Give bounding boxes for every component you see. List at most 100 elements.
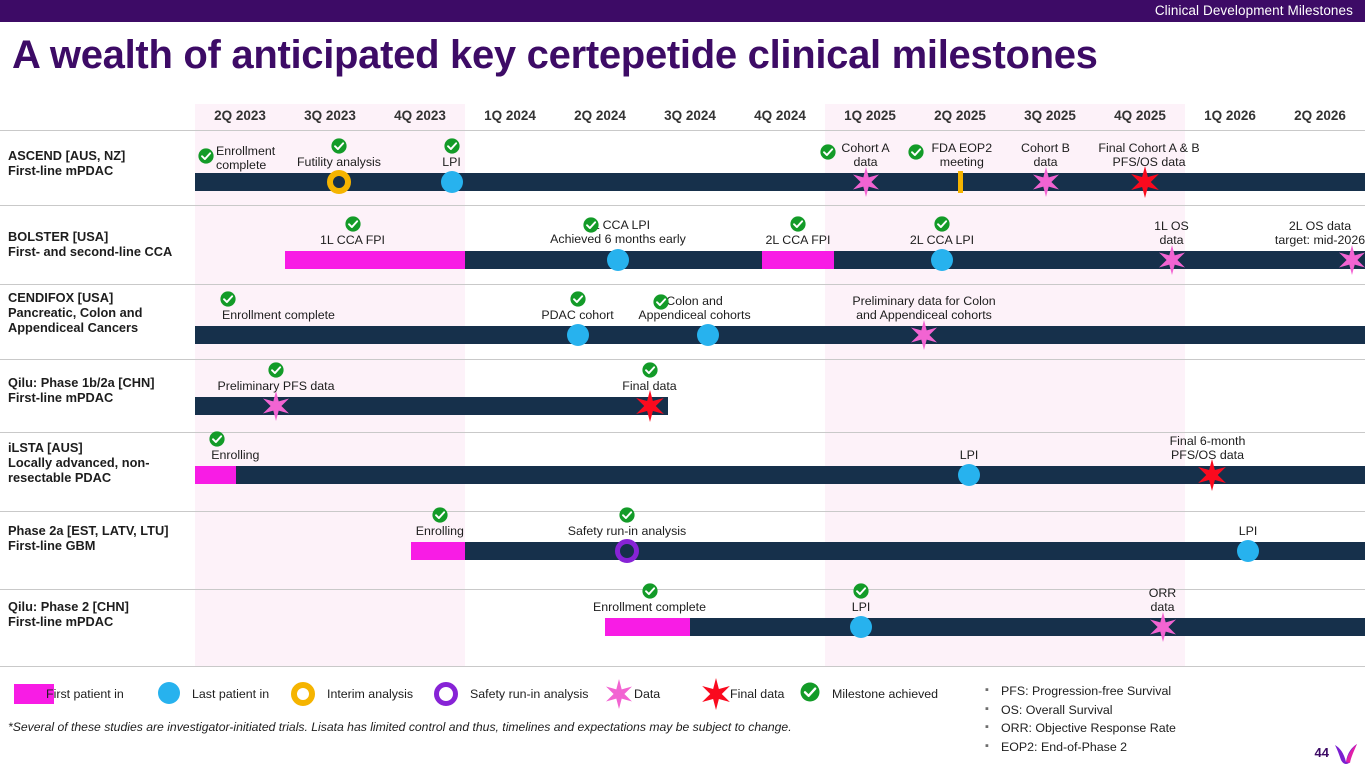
milestone-label: Safety run-in analysis: [510, 524, 744, 538]
last-patient-in-marker-icon: [958, 464, 980, 486]
milestone-label-line: Preliminary data for Colon: [852, 294, 996, 308]
milestone-achieved-icon: [820, 144, 836, 160]
legend-interim-analysis-icon: [291, 682, 315, 706]
study-name-line: Qilu: Phase 1b/2a [CHN]: [8, 375, 155, 390]
quarter-label-3q-2023: 3Q 2023: [304, 108, 356, 123]
milestone-label-line: 1L CCA FPI: [320, 233, 385, 247]
study-name-line: BOLSTER [USA]: [8, 229, 109, 244]
year-shade-band: [195, 104, 465, 666]
abbreviation-item: ORR: Objective Response Rate: [985, 718, 1176, 738]
safety-run-in-marker-icon: [615, 539, 639, 563]
milestone-label: Enrollment complete: [533, 600, 767, 614]
study-name: Qilu: Phase 1b/2a [CHN]First-line mPDAC: [8, 375, 198, 405]
quarter-label-1q-2026: 1Q 2026: [1204, 108, 1256, 123]
milestone-sublabel: Achieved 6 months early: [550, 232, 686, 246]
quarter-label-4q-2024: 4Q 2024: [754, 108, 806, 123]
interim-analysis-marker-icon: [327, 170, 351, 194]
milestone-label-line: Futility analysis: [296, 155, 381, 169]
page-title: A wealth of anticipated key certepetide …: [12, 33, 1098, 77]
study-name-line: Qilu: Phase 2 [CHN]: [8, 599, 129, 614]
milestone-label-line: Enrollment: [216, 144, 276, 158]
row-divider: [0, 589, 1365, 590]
milestone-label: LPI: [398, 155, 506, 169]
quarter-label-4q-2023: 4Q 2023: [394, 108, 446, 123]
legend-milestone-achieved-icon: [800, 682, 820, 707]
milestone-label-line: Enrollment complete: [593, 600, 706, 614]
last-patient-in-marker-icon: [440, 171, 463, 193]
milestone-label: 1L CCA FPI: [272, 233, 434, 247]
study-name-line: Appendiceal Cancers: [8, 320, 139, 335]
milestone-label-line: data: [1150, 600, 1175, 614]
milestone-label-line: Cohort A: [841, 141, 890, 155]
quarter-label-3q-2024: 3Q 2024: [664, 108, 716, 123]
data-star-marker-icon: [909, 320, 939, 355]
milestone-achieved-icon: [583, 217, 599, 233]
study-name-line: First-line GBM: [8, 538, 96, 553]
milestone-achieved-icon: [209, 431, 225, 447]
study-name-line: CENDIFOX [USA]: [8, 290, 114, 305]
study-row: ASCEND [AUS, NZ]First-line mPDAC Enrollme…: [0, 130, 1365, 205]
milestone-label-line: data: [1159, 233, 1184, 247]
milestone-achieved-icon: [198, 148, 214, 164]
quarter-label-1q-2025: 1Q 2025: [844, 108, 896, 123]
data-star-marker-icon: [1157, 245, 1187, 280]
last-patient-in-marker-icon: [697, 324, 719, 346]
milestone-label: 2L CCA LPI: [861, 233, 1023, 247]
milestone-label: Enrolling: [211, 448, 319, 462]
legend-label: Final data: [730, 687, 785, 701]
row-divider: [0, 666, 1365, 667]
milestone-label: LPI: [816, 600, 906, 614]
legend-label: Interim analysis: [327, 687, 414, 701]
milestone-label-line: Colon and: [666, 294, 723, 308]
abbreviation-item: EOP2: End-of-Phase 2: [985, 737, 1176, 757]
timeline-bar-ongoing: [195, 173, 1365, 191]
milestone-achieved-icon: [619, 507, 635, 523]
milestone-label-line: target: mid-2026: [1274, 233, 1365, 247]
study-name-line: Phase 2a [EST, LATV, LTU]: [8, 523, 169, 538]
study-name: Phase 2a [EST, LATV, LTU]First-line GBM: [8, 523, 198, 553]
study-name-line: First-line mPDAC: [8, 614, 114, 629]
milestone-label: Preliminary PFS data: [177, 379, 375, 393]
study-row: Qilu: Phase 2 [CHN]First-line mPDAC Enrol…: [0, 583, 1365, 666]
timeline-bar-ongoing: [834, 251, 1365, 269]
milestone-label-line: 1L CCA LPI: [585, 218, 651, 232]
final-data-star-marker-icon: [634, 390, 666, 427]
milestone-achieved-icon: [432, 507, 448, 523]
milestone-achieved-icon: [641, 583, 658, 599]
milestone-label-line: data: [1033, 155, 1058, 169]
milestone-label-line: PFS/OS data: [1170, 448, 1244, 462]
study-name: BOLSTER [USA]First- and second-line CCA: [8, 229, 198, 259]
legend-label: First patient in: [46, 687, 124, 701]
last-patient-in-marker-icon: [566, 324, 589, 346]
study-name-line: ASCEND [AUS, NZ]: [8, 148, 126, 163]
milestone-label: Enrollment complete: [222, 308, 429, 322]
row-divider: [0, 432, 1365, 433]
study-name-line: First-line mPDAC: [8, 163, 114, 178]
legend-first-patient-in-icon: [14, 684, 54, 704]
data-star-marker-icon: [261, 391, 291, 426]
study-name-line: First- and second-line CCA: [8, 244, 173, 259]
study-name-line: iLSTA [AUS]: [8, 440, 83, 455]
data-star-marker-icon: [1031, 167, 1061, 202]
milestone-label-line: 2L CCA FPI: [765, 233, 831, 247]
data-star-marker-icon: [1337, 245, 1365, 280]
final-data-star-marker-icon: [1196, 459, 1228, 496]
final-data-star-marker-icon: [1129, 166, 1161, 203]
timeline-bar-ongoing: [690, 618, 1365, 636]
timeline-bar-enrolling: [604, 618, 690, 636]
quarter-label-3q-2025: 3Q 2025: [1024, 108, 1076, 123]
milestone-label-line: FDA EOP2: [931, 141, 993, 155]
quarter-label-1q-2024: 1Q 2024: [484, 108, 536, 123]
row-divider: [0, 130, 1365, 131]
milestone-label-line: LPI: [851, 600, 871, 614]
milestone-label-line: LPI: [442, 155, 461, 169]
milestone-label-line: Final Cohort A & B: [1098, 141, 1200, 155]
legend-last-patient-in-icon: [158, 682, 180, 704]
